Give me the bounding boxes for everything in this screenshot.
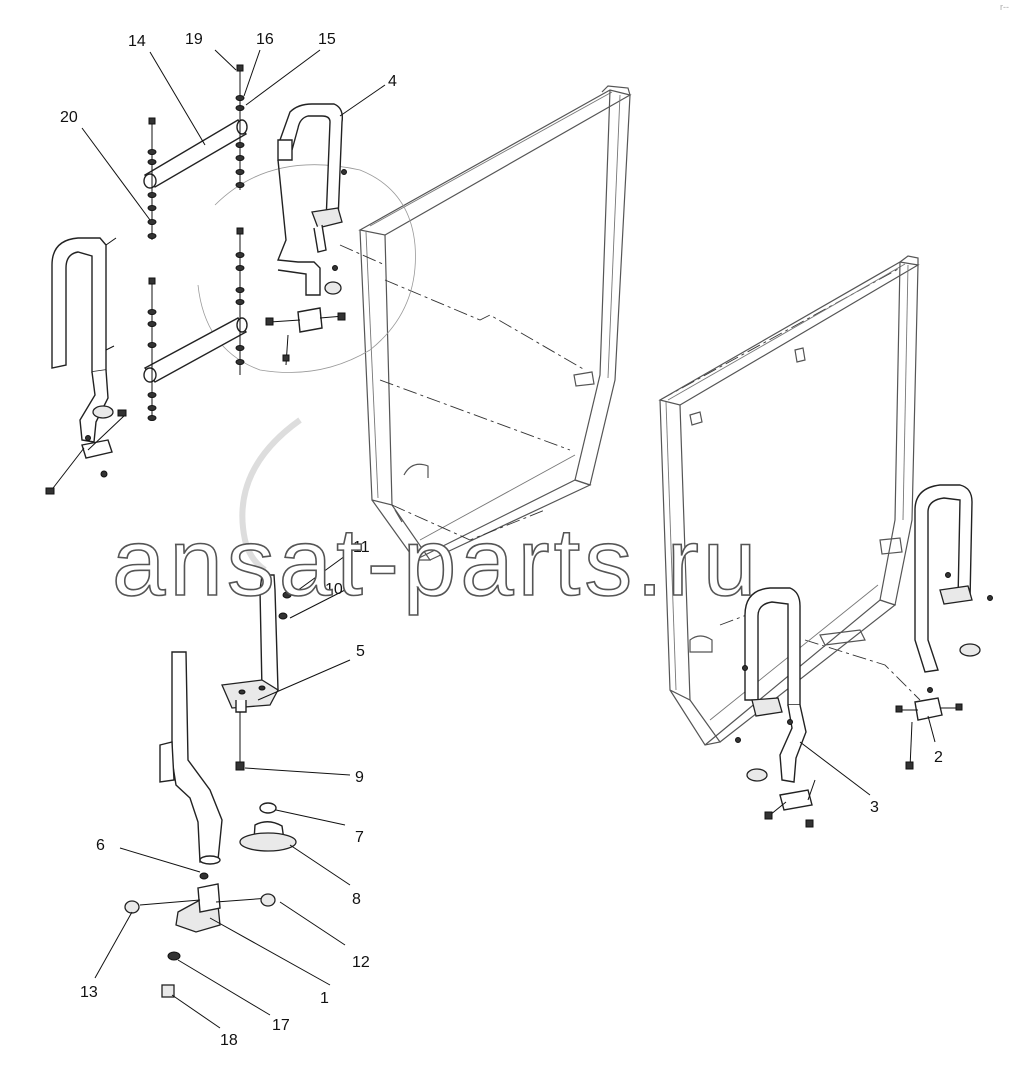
- watermark-text: ansat-parts.ru: [112, 509, 760, 616]
- callout-11: 11: [353, 539, 370, 556]
- left-handle-assembly: [45, 237, 127, 495]
- dash-line-3: [339, 244, 386, 266]
- dash-line-2: [379, 379, 571, 451]
- callout-17: 17: [272, 1017, 290, 1034]
- callout-12: 12: [352, 954, 370, 971]
- right-handle-assembly: [735, 484, 993, 828]
- callout-20: 20: [60, 109, 78, 126]
- callout-14: 14: [128, 33, 146, 50]
- callout-9: 9: [355, 769, 364, 786]
- fastener-stacks: [147, 64, 245, 421]
- callout-2: 2: [934, 749, 943, 766]
- callouts: 1 2 3 4 5 6 7 8 9 10 11 12 13 14 15 16 1…: [60, 31, 943, 1049]
- callout-18: 18: [220, 1032, 238, 1049]
- watermark-swirl: [239, 417, 302, 573]
- guide-arc: [197, 164, 416, 373]
- leader-lines: [81, 49, 936, 1029]
- rod-14: [143, 119, 248, 189]
- dash-line-1: [384, 279, 586, 371]
- callout-19: 19: [185, 31, 203, 48]
- dash-line-4: [391, 504, 546, 541]
- callout-13: 13: [80, 984, 98, 1001]
- callout-3: 3: [870, 799, 879, 816]
- callout-1: 1: [320, 990, 329, 1007]
- callout-6: 6: [96, 837, 105, 854]
- rear-cab-frame: [358, 85, 632, 561]
- middle-handle-assembly: [265, 103, 347, 366]
- corner-mark: r--: [1000, 2, 1009, 12]
- callout-4: 4: [388, 73, 397, 90]
- callout-15: 15: [318, 31, 336, 48]
- dash-line-6: [804, 639, 921, 701]
- callout-7: 7: [355, 829, 364, 846]
- callout-10: 10: [325, 581, 343, 598]
- rod-lower: [143, 317, 248, 383]
- callout-16: 16: [256, 31, 274, 48]
- callout-5: 5: [356, 643, 365, 660]
- callout-8: 8: [352, 891, 361, 908]
- detail-assembly: [124, 574, 297, 998]
